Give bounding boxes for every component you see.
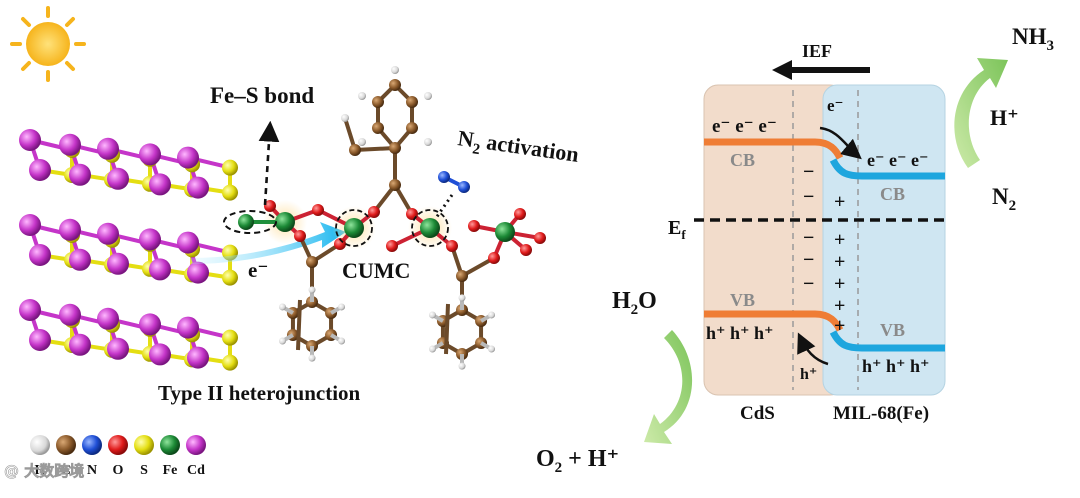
legend-swatch [134, 435, 154, 455]
legend-swatch [82, 435, 102, 455]
legend-swatch [30, 435, 50, 455]
electron-transfer-arrow [819, 126, 862, 160]
cumc-site-circle [335, 209, 373, 247]
mil68-vb-label: VB [880, 320, 905, 340]
electron-flow-arrow [190, 222, 346, 264]
legend-label: S [140, 463, 148, 478]
positive-charge: + [834, 229, 845, 251]
interface-charges: −−−−−++++++ [803, 161, 845, 337]
legend-label: Cd [187, 463, 205, 478]
fe-s-bond-label: Fe–S bond [210, 83, 314, 108]
negative-charge: − [803, 249, 814, 271]
fe-s-bond-ellipse [223, 210, 277, 234]
cumc-label: CUMC [342, 258, 410, 283]
cds-vb-label: VB [730, 290, 755, 310]
legend-swatch [160, 435, 180, 455]
mil68-vb-band [829, 330, 945, 352]
legend-label: O [113, 463, 124, 478]
mil68-electron-transfer-label: e⁻ [827, 96, 844, 115]
electron-label: e⁻ [248, 258, 268, 282]
cds-vb-band [704, 310, 844, 332]
cds-cb-label: CB [730, 150, 755, 170]
cds-electrons: e⁻ e⁻ e⁻ [712, 116, 777, 137]
legend-label: N [87, 463, 97, 478]
mil68-block [822, 84, 946, 396]
h2o-label: H2O [612, 288, 657, 318]
mil68-cb-label: CB [880, 184, 905, 204]
legend-label: Fe [163, 463, 178, 478]
mil68-cb-band [829, 158, 945, 180]
cds-name: CdS [740, 403, 775, 424]
positive-charge: + [834, 273, 845, 295]
positive-charge: + [834, 191, 845, 213]
legend-swatch [56, 435, 76, 455]
cds-cb-band [704, 138, 844, 160]
positive-charge: + [834, 315, 845, 337]
type-ii-heterojunction-label: Type II heterojunction [158, 381, 361, 405]
mil68-electrons: e⁻ e⁻ e⁻ [867, 150, 928, 170]
legend-swatch [186, 435, 206, 455]
water-oxidation-arrow [644, 330, 693, 444]
mil68-name: MIL-68(Fe) [833, 403, 929, 424]
negative-charge: − [803, 186, 814, 208]
cds-holes: h⁺ h⁺ h⁺ [706, 323, 774, 343]
hole-transfer-label: h⁺ [800, 366, 817, 383]
mil68-holes: h⁺ h⁺ h⁺ [862, 356, 930, 376]
legend-swatch [108, 435, 128, 455]
n2-activation-label: N2 activation [456, 125, 581, 172]
legend-label: C [61, 463, 71, 478]
o2-products-label: O2 + H⁺ [536, 446, 619, 476]
ief-label: IEF [802, 41, 832, 61]
hole-transfer-arrow [797, 332, 829, 366]
positive-charge: + [834, 295, 845, 317]
watermark: @ 大数跨境 [4, 462, 84, 480]
n2-molecule [438, 171, 470, 193]
n2-site-circle [411, 209, 449, 247]
negative-charge: − [803, 273, 814, 295]
positive-charge: + [834, 251, 845, 273]
n2-reactant-label: N2 [992, 184, 1016, 214]
band-diagram: Ef IEF e⁻ e⁻ e⁻ CB VB h⁺ h⁺ h⁺ h⁺ e⁻ e⁻ … [668, 41, 946, 424]
fermi-level-label: Ef [668, 217, 686, 242]
h-plus-label: H⁺ [990, 105, 1019, 130]
mil68-structure [238, 66, 546, 370]
nh3-label: NH3 [1012, 24, 1054, 54]
fe-s-bond-arrow [258, 120, 280, 206]
n2-reduction-arrow [954, 58, 1008, 168]
sun-icon [10, 6, 86, 82]
negative-charge: − [803, 161, 814, 183]
negative-charge: − [803, 227, 814, 249]
cds-lattice [19, 129, 238, 371]
legend-label: H [35, 463, 46, 478]
